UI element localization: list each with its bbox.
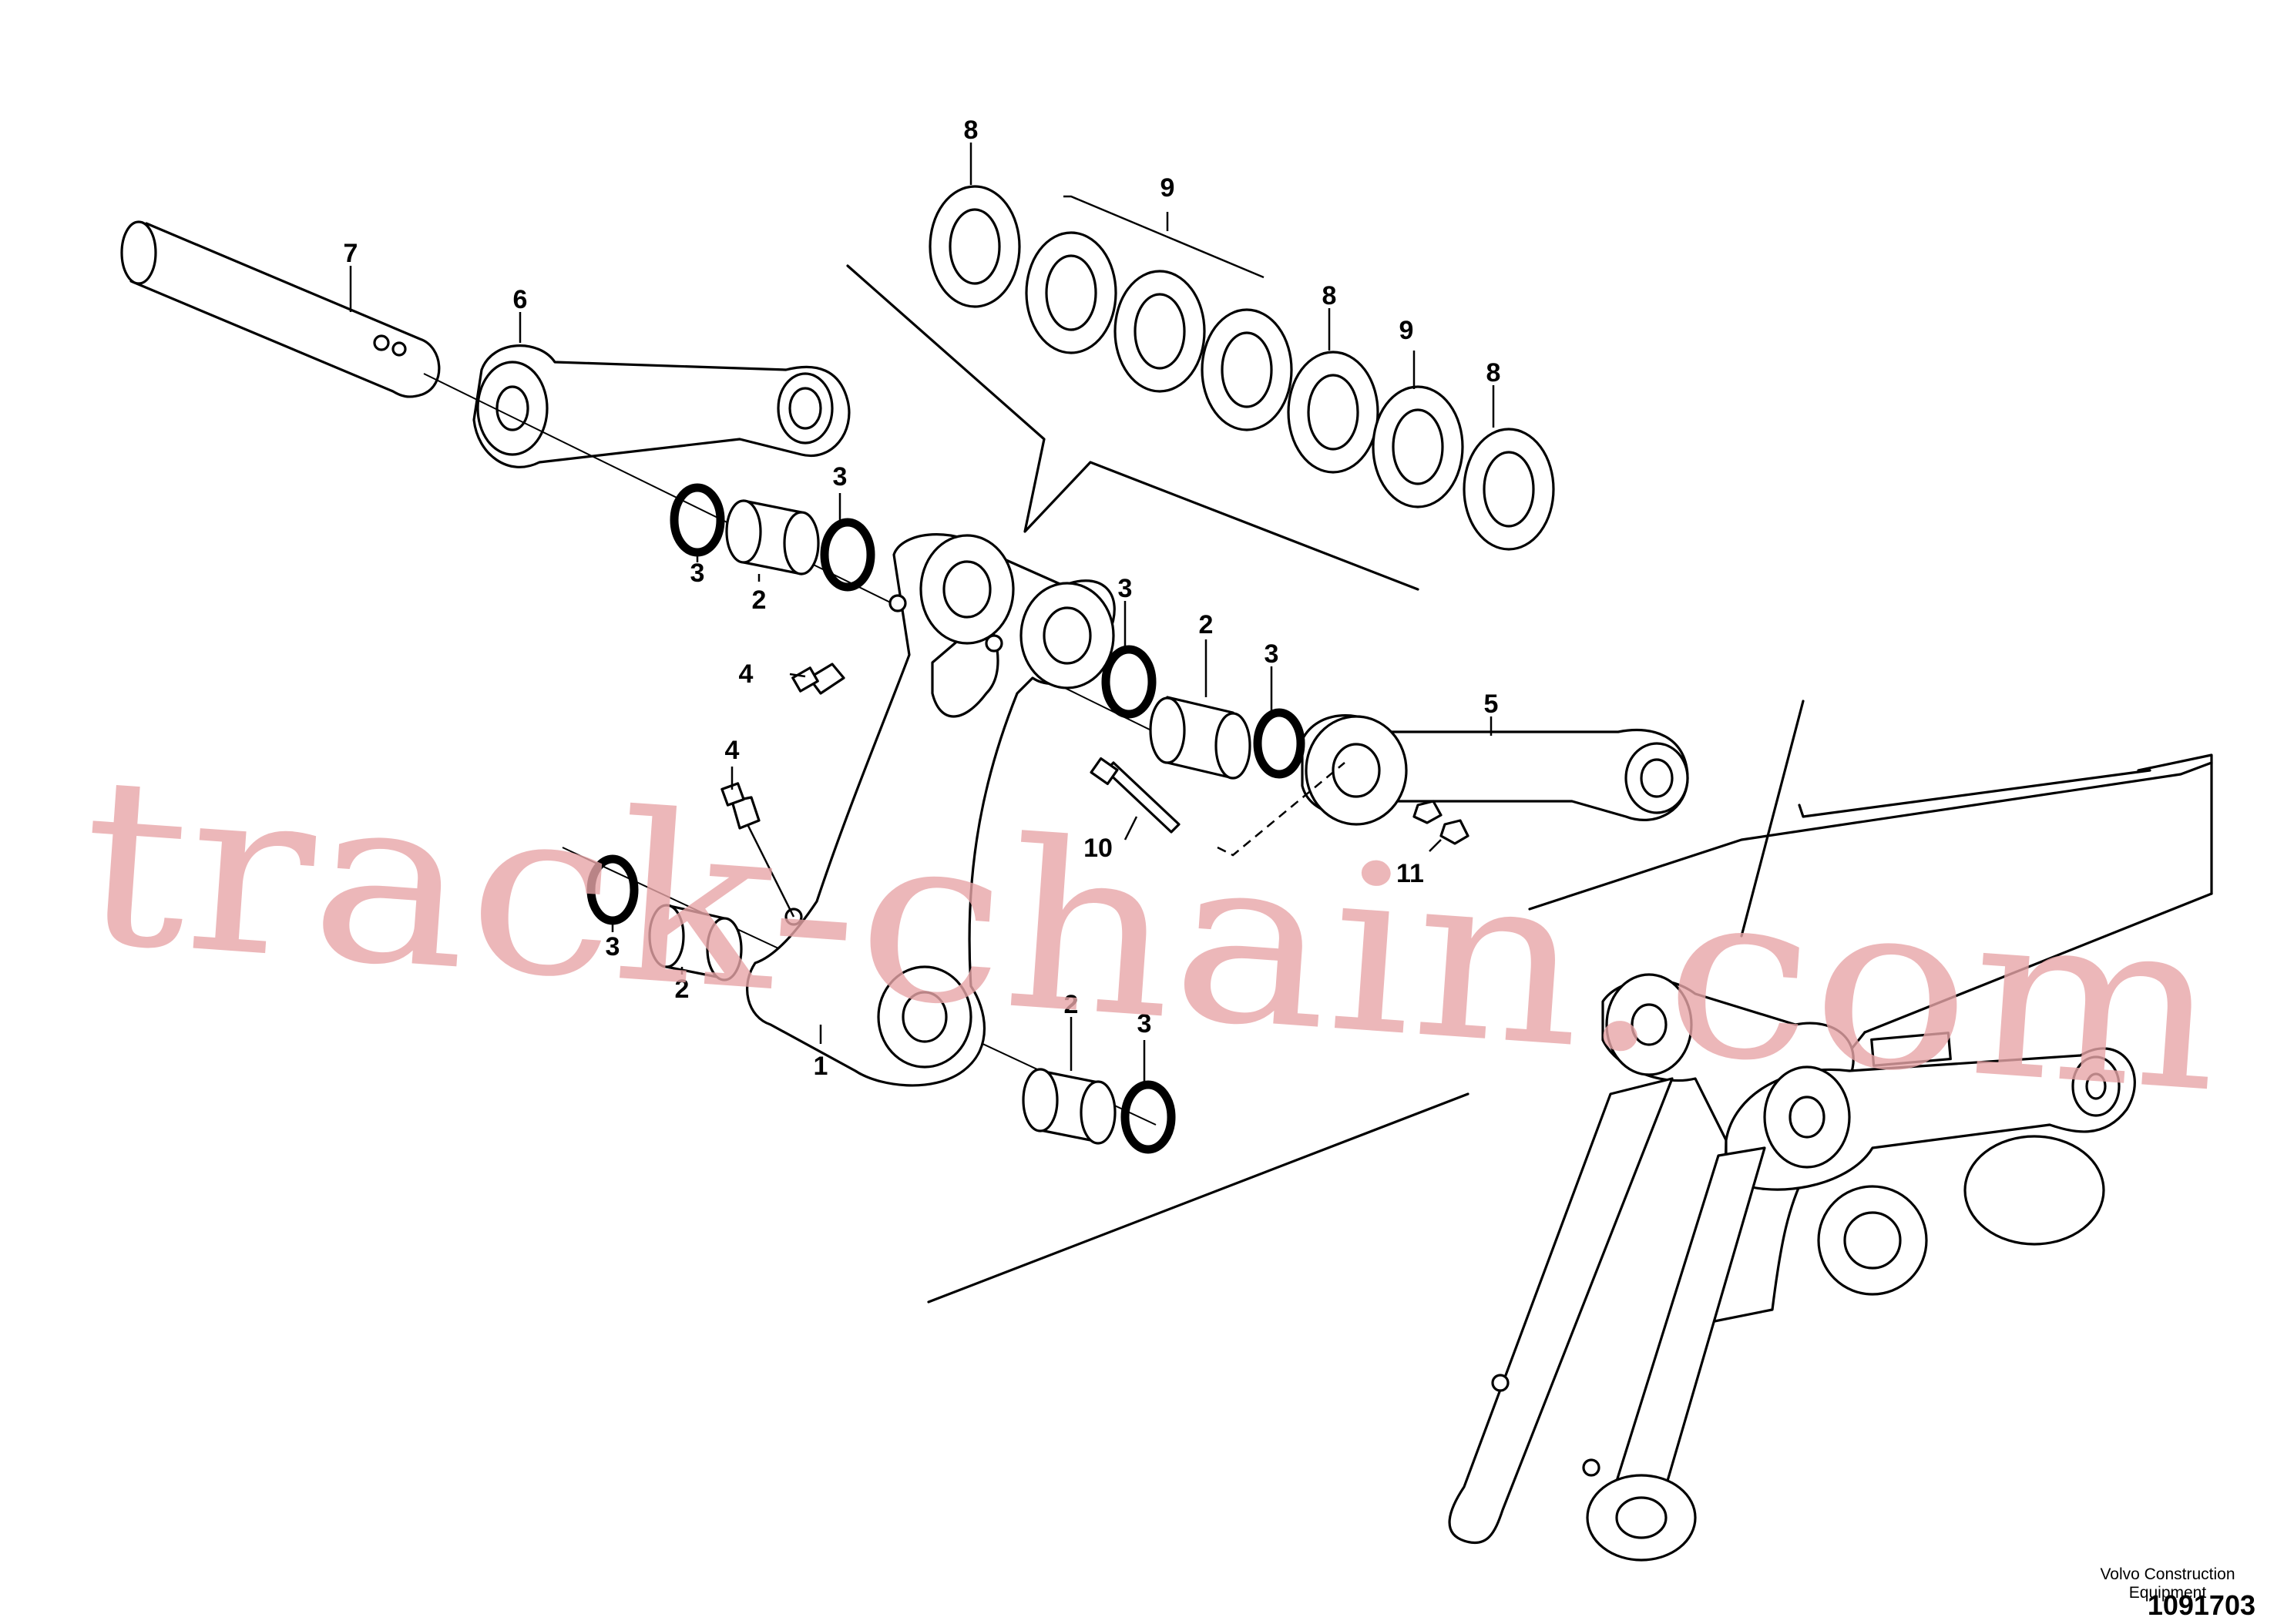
callout-8: 8 (1322, 281, 1337, 310)
brand-line-2: Equipment (2128, 1584, 2207, 1602)
callout-3: 3 (1265, 639, 1279, 669)
callout-3: 3 (690, 559, 705, 588)
nuts (1412, 800, 1469, 845)
callout-2: 2 (1064, 990, 1079, 1019)
callout-4: 4 (725, 736, 740, 765)
callout-9: 9 (1399, 316, 1414, 345)
shim-stack (929, 185, 1555, 551)
document-number: 1091703 (2147, 1589, 2255, 1621)
callout-labels: 8 9 8 9 8 7 6 3 3 2 4 3 2 3 5 4 10 11 3 … (344, 116, 1501, 1081)
bushings (648, 499, 1251, 1145)
linkage-assembly-installed (1448, 973, 2136, 1562)
callout-1: 1 (814, 1052, 828, 1081)
leader-lines (349, 143, 1495, 1082)
callout-6: 6 (513, 285, 528, 314)
callout-8: 8 (1486, 358, 1501, 388)
callout-10: 10 (1083, 834, 1113, 863)
callout-5: 5 (1484, 690, 1499, 719)
part-link-5 (1301, 714, 1689, 826)
part-main-link-1 (746, 533, 1116, 1087)
callout-2: 2 (752, 586, 767, 615)
detail-balloon (846, 264, 1419, 591)
callout-11: 11 (1396, 859, 1424, 888)
bolt-path (1217, 762, 1345, 857)
bolt (1090, 757, 1181, 834)
boom-outline (927, 700, 2213, 1304)
callout-3: 3 (833, 462, 848, 492)
callout-7: 7 (344, 239, 358, 268)
seal-rings (586, 483, 1305, 1154)
callout-8: 8 (964, 116, 979, 145)
callout-3: 3 (1137, 1009, 1152, 1038)
brand-line-1: Volvo Construction (2100, 1565, 2235, 1583)
callout-2: 2 (675, 975, 690, 1004)
grease-fittings (720, 663, 845, 830)
part-link-6 (472, 344, 851, 468)
callout-2: 2 (1199, 610, 1214, 639)
callout-9: 9 (1160, 173, 1175, 203)
callout-4: 4 (739, 659, 754, 689)
callout-3: 3 (1118, 574, 1133, 603)
brand-label: Volvo Construction Equipment (2067, 1565, 2268, 1602)
part-pin (120, 220, 441, 398)
callout-3: 3 (606, 932, 620, 961)
